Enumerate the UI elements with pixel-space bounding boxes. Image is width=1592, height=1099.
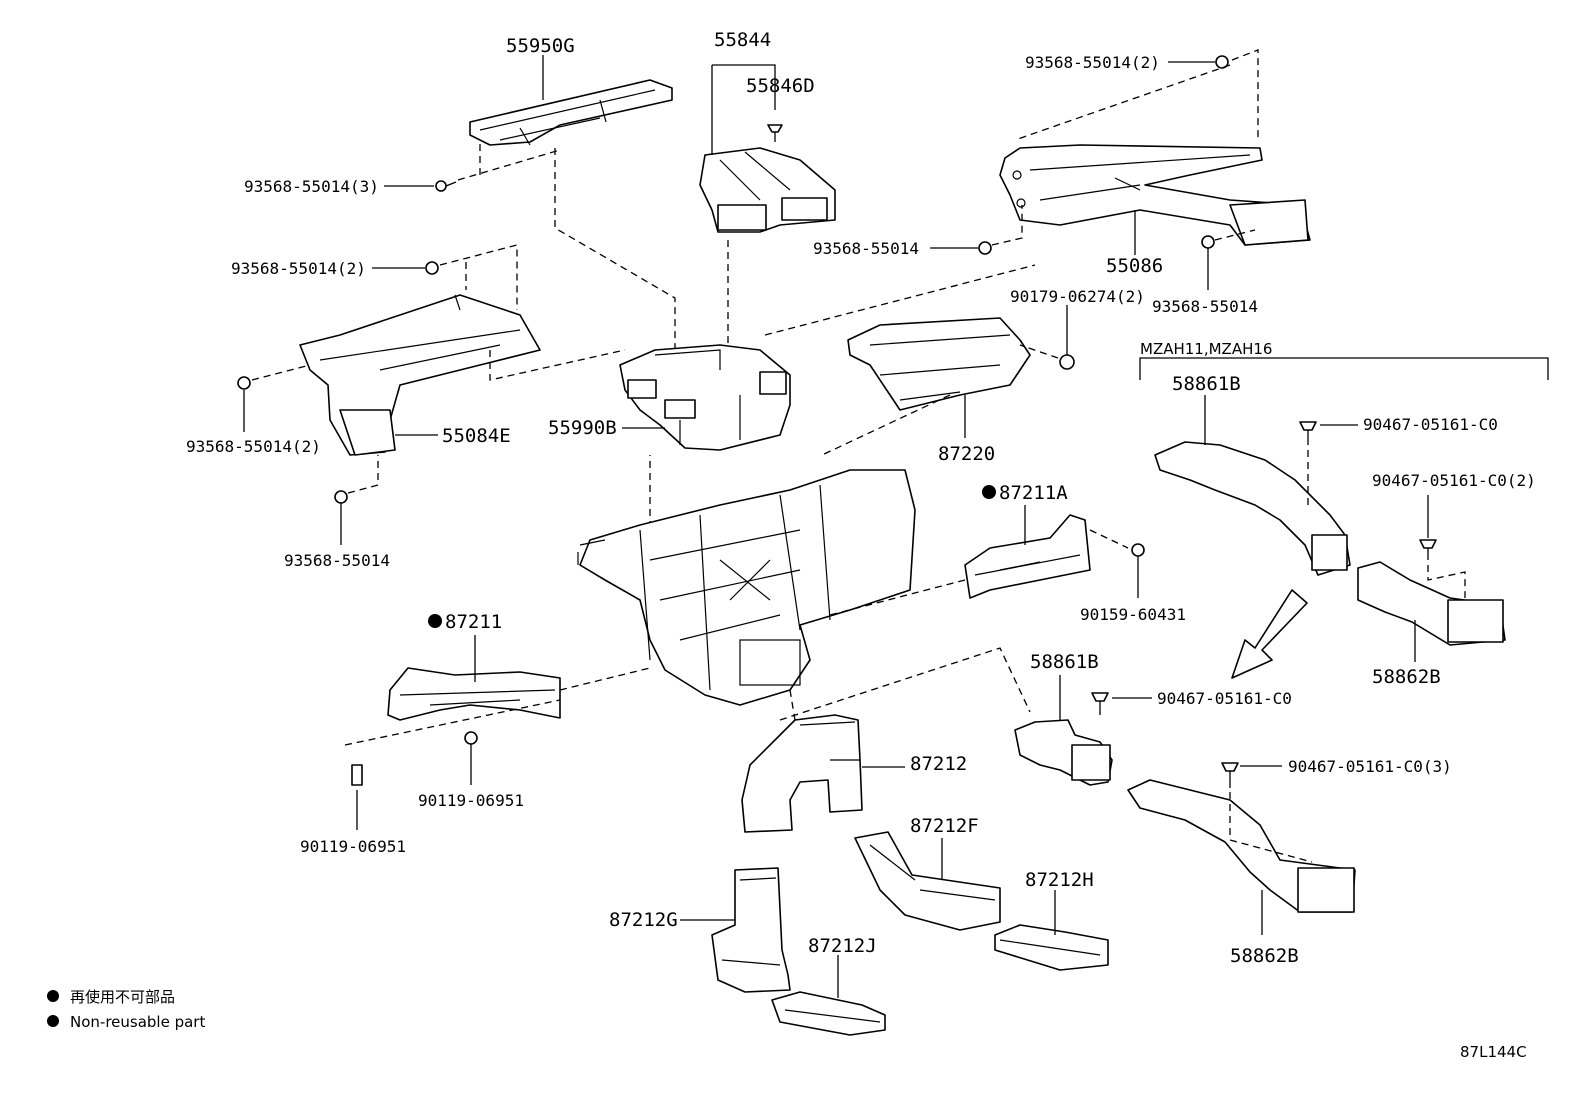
label-55950G: 55950G <box>506 35 575 57</box>
label-93568-55014-left-bottom: 93568-55014 <box>284 551 390 570</box>
clip-icon <box>767 124 783 142</box>
bolt-icon <box>1131 543 1145 557</box>
part-55990B <box>619 344 791 451</box>
label-58862B-bottom: 58862B <box>1230 945 1299 967</box>
part-87220 <box>847 317 1031 411</box>
screw-icon <box>1201 235 1215 249</box>
part-55084E <box>299 294 541 456</box>
label-93568-55014-right: 93568-55014 <box>1152 297 1258 316</box>
label-58861B-bottom: 58861B <box>1030 651 1099 673</box>
label-93568-55014-3: 93568-55014(3) <box>244 177 379 196</box>
screw-icon <box>464 731 478 745</box>
label-93568-55014-2-right-top: 93568-55014(2) <box>1025 53 1160 72</box>
clip-icon <box>1419 539 1437 560</box>
label-90119-06951-b: 90119-06951 <box>300 837 406 856</box>
legend: 再使用不可部品 Non-reusable part <box>47 988 205 1031</box>
legend-dot-1 <box>47 990 59 1002</box>
part-55844 <box>699 147 836 233</box>
label-87212F: 87212F <box>910 815 979 837</box>
label-93568-55014-2-left-b: 93568-55014(2) <box>186 437 321 456</box>
label-58862B-top: 58862B <box>1372 666 1441 688</box>
label-55846D: 55846D <box>746 75 815 97</box>
direction-arrow-icon <box>1231 589 1308 679</box>
part-87212 <box>741 714 863 833</box>
part-87212G <box>711 867 791 993</box>
part-87212J <box>771 991 886 1036</box>
part-58861B-top <box>1154 441 1351 576</box>
part-87211A <box>964 514 1091 599</box>
screw-icon <box>435 180 457 192</box>
label-87212G: 87212G <box>609 909 678 931</box>
variant-bracket <box>1139 357 1549 380</box>
legend-dot-2 <box>47 1015 59 1027</box>
screw-icon <box>978 241 992 255</box>
label-55086: 55086 <box>1106 255 1163 277</box>
clip-icon <box>1299 421 1317 445</box>
part-87211 <box>387 667 561 721</box>
legend-text-en: Non-reusable part <box>70 1013 205 1031</box>
label-87212: 87212 <box>910 753 967 775</box>
label-55844: 55844 <box>714 29 771 51</box>
label-58861B-top: 58861B <box>1172 373 1241 395</box>
screw-icon <box>334 490 348 504</box>
bolt-icon <box>351 764 363 786</box>
label-90467-b: 90467-05161-C0(2) <box>1372 471 1536 490</box>
label-90467-c: 90467-05161-C0 <box>1157 689 1292 708</box>
label-55084E: 55084E <box>442 425 511 447</box>
label-87220: 87220 <box>938 443 995 465</box>
part-87212H <box>994 924 1109 971</box>
clip-icon <box>1221 762 1239 788</box>
figure-code: 87L144C <box>1460 1043 1527 1061</box>
part-58862B-top <box>1357 561 1506 646</box>
label-93568-55014-2-left: 93568-55014(2) <box>231 259 366 278</box>
part-58862B-bottom <box>1127 779 1356 913</box>
label-90467-a: 90467-05161-C0 <box>1363 415 1498 434</box>
label-90467-d: 90467-05161-C0(3) <box>1288 757 1452 776</box>
part-87212F <box>854 831 1001 931</box>
label-93568-55014-mid: 93568-55014 <box>813 239 919 258</box>
label-90119-06951-a: 90119-06951 <box>418 791 524 810</box>
clip-icon <box>1091 692 1109 715</box>
screw-icon <box>1215 55 1229 69</box>
screw-icon <box>425 261 439 275</box>
label-87212H: 87212H <box>1025 869 1094 891</box>
screw-icon <box>237 376 251 390</box>
label-variant: MZAH11,MZAH16 <box>1140 340 1272 358</box>
label-90179-06274-2: 90179-06274(2) <box>1010 287 1145 306</box>
nut-icon <box>1059 354 1075 370</box>
label-87211A: 87211A <box>999 482 1068 504</box>
label-90159-60431: 90159-60431 <box>1080 605 1186 624</box>
label-55990B: 55990B <box>548 417 617 439</box>
part-55086 <box>999 144 1311 246</box>
part-55950G <box>469 79 673 146</box>
label-87211: 87211 <box>445 611 502 633</box>
non-reusable-dot <box>982 485 996 499</box>
part-58861B-bottom <box>1014 719 1113 786</box>
legend-text-jp: 再使用不可部品 <box>70 988 175 1006</box>
non-reusable-dot <box>428 614 442 628</box>
label-87212J: 87212J <box>808 935 877 957</box>
part-hvac-unit <box>577 469 916 706</box>
